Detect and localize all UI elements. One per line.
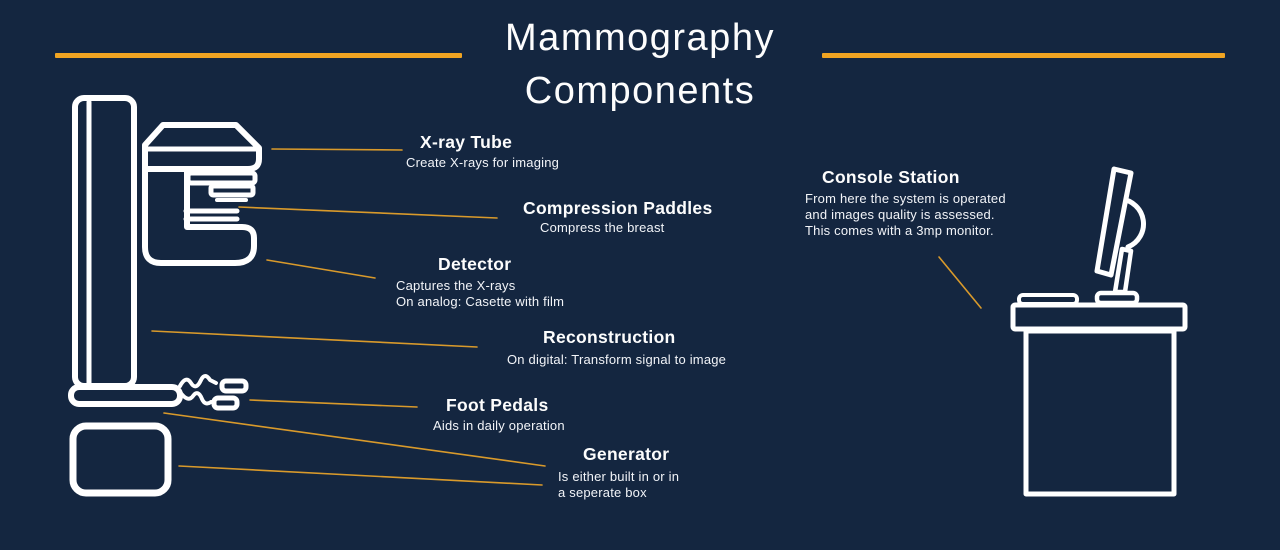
pedal-cable-1 (178, 374, 218, 389)
title-accent-bar-left (55, 53, 462, 58)
mammography-machine-illustration (68, 95, 262, 497)
label-xray-tube-desc: Create X-rays for imaging (406, 155, 560, 170)
leader-line-xray-tube (271, 148, 403, 151)
label-console-station-desc-line3: This comes with a 3mp monitor. (805, 223, 994, 238)
xray-tube-head (142, 122, 262, 172)
label-xray-tube-title: X-ray Tube (420, 132, 513, 152)
label-console-station-title: Console Station (822, 167, 960, 187)
machine-base (68, 384, 183, 407)
monitor-back (1118, 196, 1146, 250)
page-title-line1: Mammography (505, 17, 775, 59)
desk-tabletop (1010, 302, 1188, 332)
label-detector-desc-line1: Captures the X-rays (396, 278, 516, 293)
leader-line-detector (266, 259, 376, 279)
leader-lines (151, 148, 982, 486)
label-detector-title: Detector (438, 254, 512, 274)
label-console-station-desc-line2: and images quality is assessed. (805, 207, 995, 222)
leader-line-generator-1 (163, 412, 546, 467)
desk-pedestal (1023, 328, 1177, 497)
foot-pedal-2 (211, 395, 240, 411)
label-detector-desc: Captures the X-rays On analog: Casette w… (396, 278, 564, 310)
label-generator-title: Generator (583, 444, 670, 464)
title-accent-bar-right (822, 53, 1225, 58)
label-generator-desc: Is either built in or in a seperate box (558, 469, 679, 501)
console-desk-illustration (1010, 166, 1188, 497)
foot-pedal-1 (219, 378, 249, 394)
label-reconstruction-title: Reconstruction (543, 327, 676, 347)
machine-column (72, 95, 137, 389)
label-foot-pedals-desc: Aids in daily operation (433, 418, 565, 433)
leader-line-console-station (938, 256, 982, 309)
label-generator-desc-line1: Is either built in or in (558, 469, 680, 484)
generator-box (69, 422, 172, 497)
leader-line-compression-paddles (238, 206, 498, 219)
paddle-support (185, 170, 258, 186)
label-console-station-desc: From here the system is operated and ima… (805, 191, 1006, 239)
label-detector-desc-line2: On analog: Casette with film (396, 294, 565, 309)
monitor-screen (1094, 166, 1134, 278)
leader-line-foot-pedals (249, 399, 418, 408)
pedal-cable-2 (178, 390, 213, 406)
page-title-line2: Components (524, 70, 756, 112)
label-foot-pedals-title: Foot Pedals (446, 395, 549, 415)
label-reconstruction-desc: On digital: Transform signal to image (507, 352, 727, 367)
page-title: Mammography Components (0, 12, 1280, 118)
label-compression-paddles-desc: Compress the breast (540, 220, 665, 235)
label-generator-desc-line2: a seperate box (558, 485, 647, 500)
monitor-stand-base (1094, 290, 1140, 306)
compression-paddle (208, 183, 256, 198)
label-compression-paddles-title: Compression Paddles (523, 198, 713, 218)
leader-line-generator-2 (178, 465, 543, 486)
c-arm (142, 166, 257, 266)
leader-line-reconstruction (151, 330, 478, 348)
monitor-neck (1112, 246, 1134, 295)
label-console-station-desc-line1: From here the system is operated (805, 191, 1006, 206)
